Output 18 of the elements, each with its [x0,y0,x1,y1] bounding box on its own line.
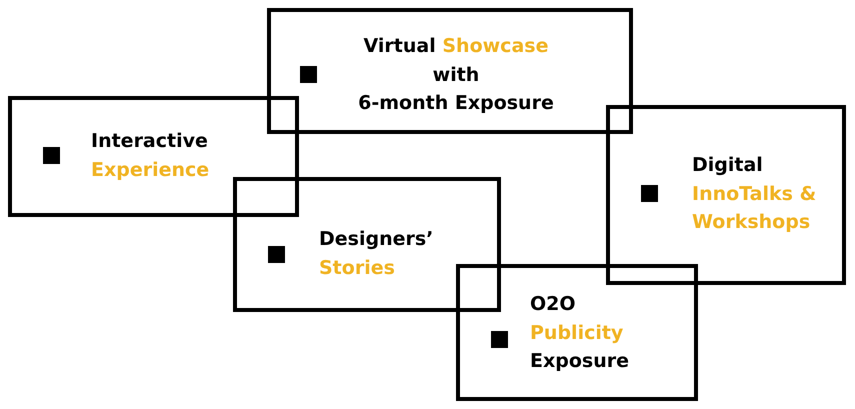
box-text: Interactive [91,130,208,152]
text-box [606,105,846,285]
text-box [267,8,633,134]
highlight-text: InnoTalks & Workshops [692,182,816,233]
box-text: with [432,64,480,86]
box-text: 6-month Exposure [358,92,554,114]
box-text: O2O [530,293,576,315]
text-box [456,264,698,401]
box-text: Virtual [364,35,436,57]
highlight-text: Stories [319,256,395,278]
box-text: Designers’ [319,228,434,250]
highlight-text: Showcase [442,35,548,57]
highlight-text: Experience [91,158,210,180]
text-box [233,177,501,312]
box-text: Exposure [530,350,629,372]
box-text: Digital [692,154,763,176]
text-box [8,96,299,217]
highlight-text: Publicity [530,322,624,344]
